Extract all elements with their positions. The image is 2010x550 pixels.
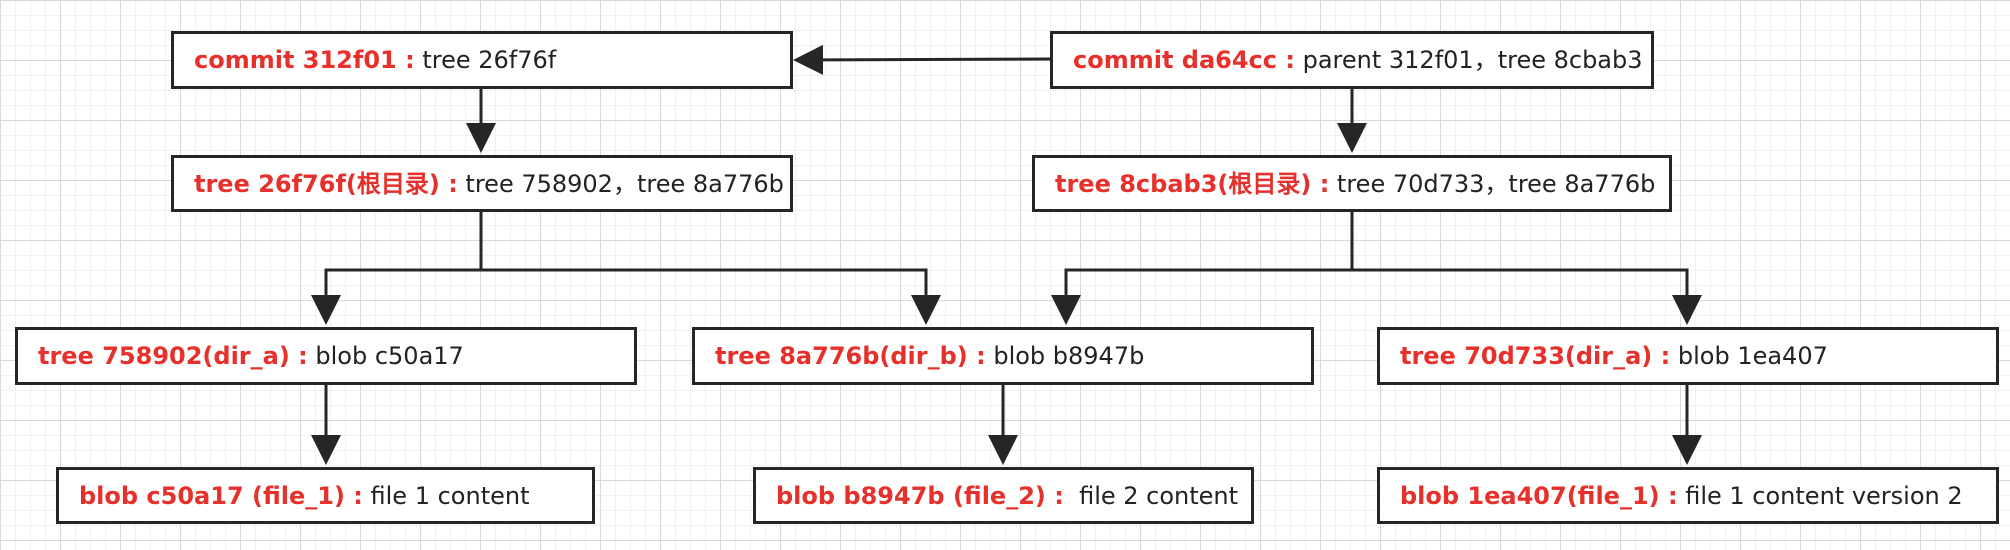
tree-758902-key: tree 758902(dir_a) : — [38, 342, 308, 370]
commit-da64cc-key: commit da64cc : — [1073, 46, 1295, 74]
blob-c50a17-value: file 1 content — [362, 481, 530, 510]
commit-312f01-node: commit 312f01 : tree 26f76f — [171, 31, 793, 89]
tree-26f76f-node: tree 26f76f(根目录) : tree 758902，tree 8a77… — [171, 155, 793, 212]
tree-8a776b-node: tree 8a776b(dir_b) : blob b8947b — [692, 327, 1314, 385]
tree-8a776b-key: tree 8a776b(dir_b) : — [715, 342, 986, 370]
blob-c50a17-key: blob c50a17 (file_1) : — [79, 481, 363, 510]
arrow-8cbab3-to-8a776b — [1051, 211, 1354, 325]
tree-758902-value: blob c50a17 — [307, 342, 464, 370]
arrow-da64cc-to-312f01 — [793, 44, 1051, 75]
commit-da64cc-node: commit da64cc : parent 312f01，tree 8cbab… — [1050, 31, 1654, 89]
tree-70d733-node: tree 70d733(dir_a) : blob 1ea407 — [1377, 327, 1999, 385]
tree-8cbab3-node: tree 8cbab3(根目录) : tree 70d733，tree 8a77… — [1032, 155, 1672, 212]
blob-b8947b-key: blob b8947b (file_2) : — [776, 481, 1064, 510]
commit-312f01-key: commit 312f01 : — [194, 46, 415, 74]
blob-c50a17-node: blob c50a17 (file_1) : file 1 content — [56, 467, 595, 524]
blob-1ea407-value: file 1 content version 2 — [1677, 481, 1963, 510]
tree-70d733-key: tree 70d733(dir_a) : — [1400, 342, 1671, 370]
tree-758902-node: tree 758902(dir_a) : blob c50a17 — [15, 327, 637, 385]
blob-b8947b-node: blob b8947b (file_2) : file 2 content — [753, 467, 1254, 524]
blob-b8947b-value: file 2 content — [1063, 481, 1239, 510]
tree-26f76f-key: tree 26f76f(根目录) : — [194, 169, 458, 198]
tree-8cbab3-value: tree 70d733，tree 8a776b — [1329, 169, 1656, 198]
commit-da64cc-value: parent 312f01，tree 8cbab3 — [1294, 46, 1643, 74]
blob-1ea407-node: blob 1ea407(file_1) : file 1 content ver… — [1377, 467, 1999, 524]
blob-1ea407-key: blob 1ea407(file_1) : — [1400, 481, 1678, 510]
tree-8a776b-value: blob b8947b — [985, 342, 1145, 370]
arrow-8cbab3-to-70d733 — [1352, 268, 1702, 325]
tree-8cbab3-key: tree 8cbab3(根目录) : — [1055, 169, 1330, 198]
tree-70d733-value: blob 1ea407 — [1670, 342, 1828, 370]
arrow-26f76f-to-8a776b — [481, 268, 941, 325]
tree-26f76f-value: tree 758902，tree 8a776b — [457, 169, 784, 198]
commit-312f01-value: tree 26f76f — [414, 46, 557, 74]
arrow-26f76f-to-758902 — [311, 211, 483, 325]
